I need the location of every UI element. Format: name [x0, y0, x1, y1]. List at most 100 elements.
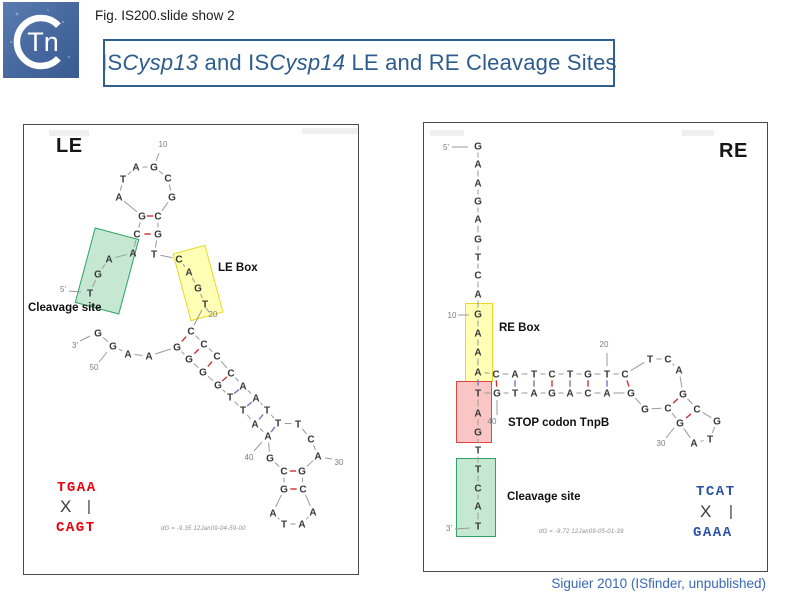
backbone-line: [313, 444, 316, 451]
re-panel-label: RE: [719, 140, 748, 162]
backbone-line: [134, 354, 143, 356]
slide-title-box: ISCysp13 and ISCysp14 LE and RE Cleavage…: [101, 39, 617, 87]
position-label: 5': [443, 143, 449, 152]
backbone-line: [679, 376, 683, 388]
position-label: 20: [600, 340, 609, 349]
nucleotide-letter: C: [299, 485, 306, 496]
nucleotide-letter: T: [567, 370, 573, 381]
slide-title: ISCysp13 and ISCysp14 LE and RE Cleavage…: [101, 50, 617, 76]
nucleotide-letter: A: [298, 520, 305, 531]
nucleotide-letter: T: [475, 253, 481, 264]
position-label: 3': [72, 341, 78, 350]
backbone-line: [160, 254, 173, 259]
cleavage-site-label: Cleavage site: [507, 491, 581, 503]
nucleotide-letter: A: [124, 350, 131, 361]
backbone-line: [277, 517, 280, 520]
nucleotide-letter: C: [307, 435, 314, 446]
nucleotide-letter: G: [548, 389, 556, 400]
nucleotide-letter: A: [132, 163, 139, 174]
faded-text-smudge: [302, 128, 358, 134]
basepair-bond: [181, 336, 187, 342]
basepair-bond: [672, 398, 679, 404]
mismatch-mark: X: [60, 497, 72, 516]
backbone-line: [247, 390, 252, 394]
nucleotide-letter: G: [474, 197, 482, 208]
nucleotide-letter: T: [240, 406, 246, 417]
nucleotide-letter: G: [168, 193, 176, 204]
nucleotide-letter: G: [138, 212, 146, 223]
backbone-line: [687, 398, 693, 405]
label-leader-line: [98, 351, 108, 363]
backbone-line: [181, 351, 185, 355]
nucleotide-letter: C: [474, 271, 481, 282]
nucleotide-letter: A: [530, 389, 537, 400]
nucleotide-letter: A: [309, 508, 316, 519]
nucleotide-letter: C: [187, 327, 194, 338]
nucleotide-letter: C: [154, 212, 161, 223]
nucleotide-letter: A: [474, 290, 481, 301]
backbone-line: [220, 360, 228, 369]
backbone-line: [119, 185, 123, 191]
title-segment: and IS: [198, 50, 270, 75]
dg-value: dG = -9.72 12Jan09-05-01-39: [539, 529, 624, 535]
nucleotide-letter: T: [647, 355, 653, 366]
nucleotide-letter: G: [493, 389, 501, 400]
backbone-line: [672, 363, 675, 366]
nucleotide-letter: G: [150, 163, 158, 174]
tn-logo-icon: Tn: [3, 2, 79, 78]
cleavage-site-highlight: [456, 458, 496, 537]
nucleotide-letter: A: [239, 382, 246, 393]
nucleotide-letter: T: [512, 389, 518, 400]
backbone-line: [700, 440, 704, 442]
backbone-line: [155, 348, 171, 355]
nucleotide-letter: C: [621, 370, 628, 381]
basepair-bond: [233, 388, 240, 395]
nucleotide-letter: C: [664, 355, 671, 366]
stop-codon-highlight: [456, 381, 492, 443]
stop-codon-label: STOP codon TnpB: [508, 417, 610, 429]
position-label: 50: [90, 363, 99, 372]
backbone-line: [268, 442, 270, 452]
label-leader-line: [155, 152, 160, 162]
nucleotide-letter: G: [676, 419, 684, 430]
backbone-line: [158, 170, 164, 175]
backbone-line: [102, 336, 109, 343]
nucleotide-letter: G: [713, 417, 721, 428]
nucleotide-letter: A: [474, 160, 481, 171]
title-segment: LE and RE Cleavage Sites: [345, 50, 617, 75]
nucleotide-letter: T: [295, 420, 301, 431]
re-box-label: RE Box: [499, 322, 540, 334]
nucleotide-letter: A: [115, 193, 122, 204]
tn-logo-text: Tn: [27, 27, 59, 57]
top-strand-seq: TGAA: [57, 480, 97, 496]
match-mark: |: [87, 498, 91, 515]
nucleotide-letter: A: [474, 179, 481, 190]
nucleotide-letter: T: [227, 393, 233, 404]
label-leader-line: [253, 441, 263, 452]
nucleotide-letter: G: [280, 485, 288, 496]
backbone-line: [207, 375, 214, 382]
mismatch-mark: X: [700, 502, 712, 521]
match-mark: |: [729, 503, 733, 520]
backbone-line: [270, 414, 275, 419]
bottom-strand-seq: GAAA: [693, 525, 733, 541]
basepair-bond: [246, 401, 253, 407]
backbone-line: [127, 171, 132, 175]
position-label: 30: [657, 439, 666, 448]
nucleotide-letter: G: [266, 454, 274, 465]
basepair-bond: [221, 376, 228, 382]
re-box-highlight: [465, 303, 493, 382]
backbone-line: [634, 397, 642, 405]
nucleotide-letter: G: [474, 235, 482, 246]
nucleotide-letter: A: [264, 432, 271, 443]
backbone-line: [123, 200, 138, 213]
backbone-line: [168, 184, 172, 191]
backbone-line: [306, 516, 309, 520]
faded-text-smudge: [430, 130, 464, 136]
basepair-bond: [193, 348, 200, 355]
nucleotide-letter: G: [94, 329, 102, 340]
nucleotide-letter: T: [281, 520, 287, 531]
nucleotide-letter: G: [185, 355, 193, 366]
backbone-line: [138, 222, 141, 228]
